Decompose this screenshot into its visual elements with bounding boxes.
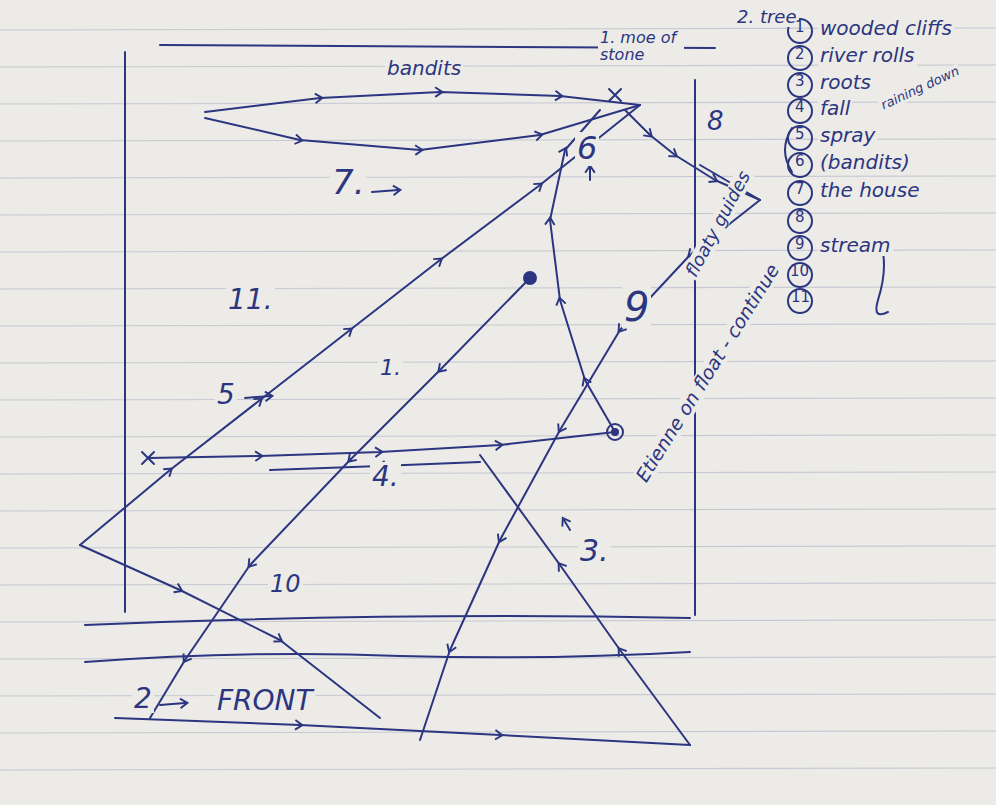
route-number: 11. [226, 285, 275, 314]
list-number: 11 [789, 290, 812, 306]
list-number: 10 [788, 264, 811, 280]
route-number: 10 [268, 572, 303, 597]
list-item: wooded cliffs [818, 18, 954, 39]
list-item: river rolls [818, 45, 917, 66]
list-number: 4 [793, 100, 807, 116]
list-item: spray [818, 125, 877, 146]
note: floaty guides [682, 166, 755, 282]
list-item: (bandits) [818, 152, 912, 173]
region-label: bandits [385, 58, 463, 79]
route-number: 9 [622, 286, 651, 328]
callout-note: 2. tree [735, 8, 799, 27]
list-item: fall [818, 98, 852, 119]
front-label: FRONT [215, 686, 315, 715]
route-number: 4. [370, 462, 401, 491]
list-item: the house [818, 180, 922, 201]
route-number: 6 [575, 132, 599, 166]
list-number: 3 [793, 74, 807, 90]
list-item: stream [818, 235, 893, 256]
list-number: 7 [793, 182, 807, 198]
callout-note: 1. moe of stone [598, 30, 684, 64]
list-number: 1 [793, 20, 807, 36]
list-number: 9 [793, 237, 807, 253]
route-number: 2 [132, 684, 154, 713]
list-number: 6 [793, 154, 807, 170]
route-number: 8 [705, 108, 726, 135]
route-number: 7. [330, 165, 366, 201]
route-number: 5 [215, 380, 237, 409]
list-number: 8 [793, 210, 807, 226]
list-number: 2 [793, 47, 807, 63]
note: raining down [877, 63, 963, 113]
list-item: roots [818, 72, 873, 93]
list-number: 5 [793, 127, 807, 143]
route-number: 3. [578, 535, 611, 567]
route-number: 1. [378, 356, 403, 379]
